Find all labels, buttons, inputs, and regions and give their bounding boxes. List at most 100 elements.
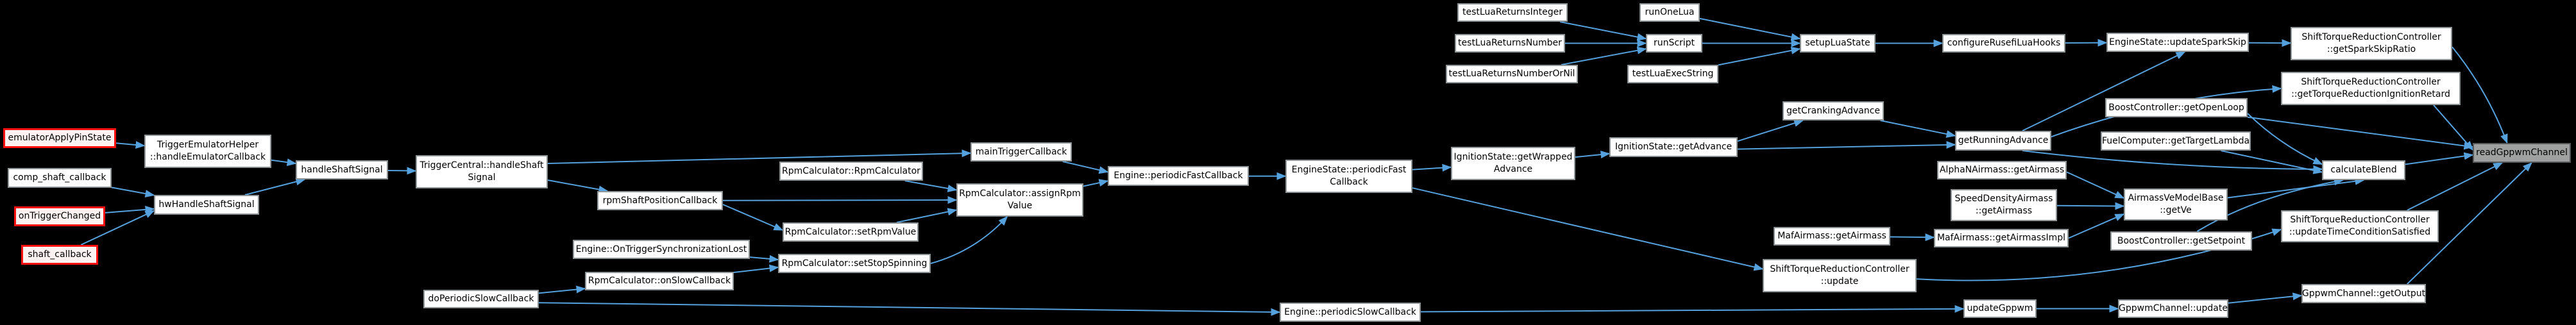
node-readgppwmchannel[interactable]: readGppwmChannel (2473, 143, 2571, 163)
edge-calculateblend-to-readgppwmchannel (2405, 152, 2474, 165)
node-handleshaftsignal[interactable]: handleShaftSignal (296, 160, 388, 179)
node-periodicfastcallback[interactable]: Engine::periodicFastCallback (1108, 166, 1249, 186)
node-maintriggercallback[interactable]: mainTriggerCallback (970, 142, 1072, 162)
node-ontriggerchanged[interactable]: onTriggerChanged (14, 206, 105, 226)
node-testluaexecstring[interactable]: testLuaExecString (1627, 65, 1718, 83)
node-label: Engine::OnTriggerSynchronizationLost (575, 244, 747, 254)
node-label: handleShaftSignal (301, 164, 383, 175)
node-setrpmvalue[interactable]: RpmCalculator::setRpmValue (783, 222, 919, 242)
node-getsparkskipratio[interactable]: ShiftTorqueReductionController ::getSpar… (2291, 27, 2452, 60)
node-label: calculateBlend (2330, 165, 2397, 175)
node-setstopspinning[interactable]: RpmCalculator::setStopSpinning (778, 254, 931, 273)
node-strc-update[interactable]: ShiftTorqueReductionController ::update (1763, 259, 1917, 292)
node-label: emulatorApplyPinState (8, 133, 112, 143)
edge-gppwm_update-to-getoutput (2228, 292, 2303, 304)
node-label: ShiftTorqueReductionController ::update (1770, 264, 1910, 287)
edge-setrpmvalue-to-assignrpmvalue (896, 208, 958, 223)
edge-runonelua-to-setupluastate (1699, 17, 1801, 41)
node-testluareturnsnumberornil[interactable]: testLuaReturnsNumberOrNil (1446, 65, 1578, 83)
node-emulatorapplypinstate[interactable]: emulatorApplyPinState (3, 128, 116, 148)
node-label: IgnitionState::getWrapped Advance (1453, 152, 1573, 174)
edge-rpmshaftpositioncallback-to-setrpmvalue (722, 204, 784, 231)
node-hwhandleshaftsignal[interactable]: hwHandleShaftSignal (154, 195, 259, 215)
node-getwrappedadvance[interactable]: IgnitionState::getWrapped Advance (1451, 147, 1575, 180)
node-runscript[interactable]: runScript (1646, 34, 1702, 53)
node-tc-handleshaftsignal[interactable]: TriggerCentral::handleShaft Signal (416, 155, 548, 188)
node-handleemulatorcallback[interactable]: TriggerEmulatorHelper ::handleEmulatorCa… (144, 135, 271, 168)
node-rpmcalculator-ctor[interactable]: RpmCalculator::RpmCalculator (779, 162, 923, 181)
edge-testluaexecstring-to-setupluastate (1718, 46, 1801, 66)
node-label: RpmCalculator::setStopSpinning (781, 258, 928, 269)
node-getoutput[interactable]: GppwmChannel::getOutput (2301, 284, 2426, 303)
node-label: onTriggerChanged (18, 211, 101, 221)
edge-getwrappedadvance-to-getadvance (1575, 151, 1611, 159)
node-testluareturnsinteger[interactable]: testLuaReturnsInteger (1457, 3, 1568, 22)
node-doperiodicslowcallback[interactable]: doPeriodicSlowCallback (423, 290, 539, 308)
edge-rpmcalculator_ctor-to-assignrpmvalue (904, 180, 958, 192)
node-label: EngineState::periodicFast Callback (1291, 165, 1407, 187)
node-speeddensity-getairmass[interactable]: SpeedDensityAirmass ::getAirmass (1951, 189, 2057, 221)
node-getcrankingadvance[interactable]: getCrankingAdvance (1783, 101, 1884, 121)
node-getrunningadvance[interactable]: getRunningAdvance (1955, 131, 2051, 151)
node-maf-getairmass[interactable]: MafAirmass::getAirmass (1774, 227, 1890, 246)
edge-maf_getairmassimpl-to-getve (2068, 213, 2125, 239)
edge-maintriggercallback-to-periodicfastcallback (1062, 161, 1109, 174)
node-runonelua[interactable]: runOneLua (1640, 3, 1700, 22)
node-updategppwm[interactable]: updateGppwm (1963, 299, 2037, 318)
node-label: runOneLua (1645, 7, 1695, 17)
node-updatetimeconditionsatisfied[interactable]: ShiftTorqueReductionController ::updateT… (2281, 210, 2439, 242)
node-getsetpoint[interactable]: BoostController::getSetpoint (2110, 231, 2252, 251)
edge-emulatorapplypinstate-to-handleemulatorcallback (115, 141, 146, 149)
edge-assignrpmvalue-to-periodicfastcallback (1083, 179, 1109, 187)
edge-getsparkskipratio-to-readgppwmchannel (2452, 46, 2508, 144)
node-periodicslowcallback[interactable]: Engine::periodicSlowCallback (1280, 303, 1421, 322)
node-testluareturnsnumber[interactable]: testLuaReturnsNumber (1455, 34, 1565, 53)
node-label: setupLuaState (1805, 38, 1870, 48)
edge-shaft_callback-to-hwhandleshaftsignal (80, 210, 155, 246)
edge-doperiodicslowcallback-to-periodicslowcallback (538, 302, 1281, 316)
node-es-periodicfastcallback[interactable]: EngineState::periodicFast Callback (1285, 160, 1412, 193)
node-gettorquereductionignitionretard[interactable]: ShiftTorqueReductionController ::getTorq… (2281, 72, 2461, 105)
node-label: Engine::periodicSlowCallback (1284, 306, 1416, 317)
node-label: shaft_callback (28, 249, 92, 260)
node-maf-getairmassimpl[interactable]: MafAirmass::getAirmassImpl (1934, 229, 2069, 247)
edge-periodicslowcallback-to-updategppwm (1420, 304, 1965, 313)
node-label: RpmCalculator::RpmCalculator (782, 165, 920, 176)
node-label: EngineState::updateSparkSkip (2109, 37, 2246, 47)
node-onslowcallback[interactable]: RpmCalculator::onSlowCallback (585, 272, 734, 290)
node-alphan-getairmass[interactable]: AlphaNAirmass::getAirmass (1937, 161, 2067, 179)
node-label: doPeriodicSlowCallback (428, 294, 534, 304)
edge-comp_shaft_callback-to-hwhandleshaftsignal (111, 187, 155, 197)
edge-onslowcallback-to-setstopspinning (733, 264, 779, 273)
node-label: BoostController::getSetpoint (2117, 235, 2246, 246)
node-setupluastate[interactable]: setupLuaState (1800, 34, 1876, 53)
node-rpmshaftpositioncallback[interactable]: rpmShaftPositionCallback (597, 191, 723, 210)
node-updatesparkskip[interactable]: EngineState::updateSparkSkip (2106, 33, 2249, 52)
edge-getopenloop-to-readgppwmchannel (2247, 116, 2474, 150)
edge-updatetimeconditionsatisfied-to-readgppwmchannel (2407, 162, 2504, 211)
edge-gettargetlambda-to-calculateblend (2221, 150, 2323, 174)
node-assignrpmvalue[interactable]: RpmCalculator::assignRpm Value (956, 183, 1083, 217)
edge-ontriggersynchronizationlost-to-setstopspinning (749, 254, 779, 263)
node-label: hwHandleShaftSignal (158, 199, 255, 210)
node-getve[interactable]: AirmassVeModelBase ::getVe (2124, 188, 2228, 221)
node-gettargetlambda[interactable]: FuelComputer::getTargetLambda (2101, 131, 2251, 151)
edge-getadvance-to-getrunningadvance (1737, 140, 1956, 150)
node-comp-shaft-callback[interactable]: comp_shaft_callback (8, 168, 112, 188)
node-label: mainTriggerCallback (975, 146, 1067, 157)
node-shaft-callback[interactable]: shaft_callback (21, 245, 98, 265)
node-label: MafAirmass::getAirmass (1777, 231, 1886, 241)
edge-hwhandleshaftsignal-to-handleshaftsignal (244, 178, 306, 196)
node-ontriggersynchronizationlost[interactable]: Engine::OnTriggerSynchronizationLost (573, 240, 750, 259)
edge-getcrankingadvance-to-getrunningadvance (1880, 120, 1956, 138)
node-getadvance[interactable]: IgnitionState::getAdvance (1609, 137, 1738, 157)
node-calculateblend[interactable]: calculateBlend (2322, 160, 2405, 180)
node-gppwm-update[interactable]: GppwmChannel::update (2118, 299, 2228, 318)
edge-handleemulatorcallback-to-handleshaftsignal (271, 158, 297, 167)
node-getopenloop[interactable]: BoostController::getOpenLoop (2105, 98, 2248, 117)
edge-getve-to-calculateblend (2227, 177, 2365, 199)
edge-alphan_getairmass-to-getve (2066, 171, 2125, 199)
node-configurerusefiluahooks[interactable]: configureRusefiLuaHooks (1942, 34, 2065, 53)
node-label: testLuaReturnsNumber (1458, 38, 1562, 48)
